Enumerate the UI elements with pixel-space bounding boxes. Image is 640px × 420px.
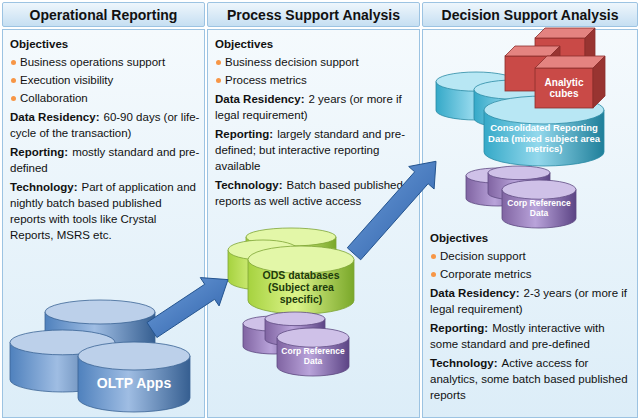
- property-line: Reporting:mostly standard and pre-define…: [10, 144, 200, 176]
- property-key: Reporting:: [430, 322, 488, 334]
- database-cylinders: Corp Reference Data: [466, 166, 576, 228]
- cylinder-top: [265, 312, 325, 326]
- column-heading: Operational Reporting: [2, 2, 205, 27]
- cylinder-group: [466, 166, 576, 228]
- bullet-dot: [11, 60, 16, 65]
- bullet-item: Process metrics: [215, 72, 415, 88]
- bullet-item: Execution visibility: [10, 72, 200, 88]
- shape-label: Corp Reference Data: [277, 340, 349, 374]
- database-cylinders: Corp Reference Data: [243, 312, 349, 376]
- property-line: Technology:Batch based published reports…: [215, 177, 415, 209]
- cylinder-top: [45, 300, 155, 324]
- shape-label: Analytic cubes: [535, 68, 593, 108]
- bullet-item: Business decision support: [215, 54, 415, 70]
- column-text: ObjectivesBusiness decision supportProce…: [215, 36, 415, 209]
- bullet-dot: [216, 60, 221, 65]
- bullet-dot: [11, 78, 16, 83]
- section-heading: Objectives: [215, 36, 415, 52]
- bullet-text: Corporate metrics: [440, 268, 531, 280]
- cylinder-group: [243, 312, 349, 376]
- property-line: Technology:Active access for analytics, …: [430, 355, 633, 403]
- property-key: Technology:: [430, 357, 498, 369]
- property-key: Reporting:: [215, 128, 273, 140]
- cylinder-group: [10, 330, 192, 412]
- property-key: Data Residency:: [430, 287, 519, 299]
- bullet-text: Process metrics: [225, 74, 307, 86]
- property-key: Reporting:: [10, 146, 68, 158]
- shape-label: ODS databases (Subject area specific): [252, 264, 350, 310]
- column-panel-group: Process Support AnalysisObjectivesBusine…: [207, 2, 420, 418]
- column-panel-group: Operational ReportingObjectivesBusiness …: [2, 2, 205, 418]
- column-text: ObjectivesDecision supportCorporate metr…: [430, 230, 633, 403]
- property-key: Technology:: [215, 179, 283, 191]
- shape-label: Consolidated Reporting Data (mixed subje…: [488, 116, 600, 162]
- cylinder-top: [488, 166, 550, 180]
- bullet-text: Collaboration: [20, 92, 88, 104]
- cube-side: [593, 56, 605, 108]
- bullet-item: Decision support: [430, 248, 633, 264]
- property-key: Technology:: [10, 181, 78, 193]
- cylinder-top: [474, 80, 554, 99]
- cylinder-top: [502, 180, 576, 199]
- bullet-item: Collaboration: [10, 90, 200, 106]
- bullet-dot: [431, 254, 436, 259]
- cube-stack: Analytic cubes: [505, 28, 605, 108]
- section-heading: Objectives: [10, 36, 200, 52]
- property-line: Reporting:largely standard and pre-defin…: [215, 126, 415, 174]
- property-key: Data Residency:: [215, 93, 304, 105]
- property-line: Reporting:Mostly interactive with some s…: [430, 320, 633, 352]
- cylinder-top: [484, 96, 604, 124]
- bullet-text: Execution visibility: [20, 74, 113, 86]
- bullet-item: Corporate metrics: [430, 266, 633, 282]
- database-cylinders: ODS databases (Subject area specific): [228, 228, 354, 314]
- column-heading: Decision Support Analysis: [422, 2, 638, 27]
- bullet-text: Business decision support: [225, 56, 359, 68]
- cube-front: [535, 68, 593, 108]
- column-panel-group: Decision Support AnalysisObjectivesDecis…: [422, 2, 638, 418]
- bullet-item: Business operations support: [10, 54, 200, 70]
- bullet-dot: [216, 78, 221, 83]
- cylinder-top: [277, 328, 349, 347]
- property-line: Data Residency:2-3 years (or more if leg…: [430, 285, 633, 317]
- property-line: Technology:Part of application and night…: [10, 179, 200, 243]
- bullet-dot: [11, 96, 16, 101]
- bullet-text: Business operations support: [20, 56, 165, 68]
- section-heading: Objectives: [430, 230, 633, 246]
- property-line: Data Residency:60-90 days (or life-cycle…: [10, 109, 200, 141]
- bullet-text: Decision support: [440, 250, 526, 262]
- column-heading: Process Support Analysis: [207, 2, 420, 27]
- property-line: Data Residency:2 years (or more if legal…: [215, 91, 415, 123]
- property-key: Data Residency:: [10, 111, 99, 123]
- column-text: ObjectivesBusiness operations supportExe…: [10, 36, 200, 243]
- bullet-dot: [431, 272, 436, 277]
- shape-label: Corp Reference Data: [502, 192, 576, 226]
- database-cylinders: OLTP Apps: [10, 330, 192, 412]
- shape-label: OLTP Apps: [78, 360, 190, 406]
- cylinder-top: [78, 342, 190, 370]
